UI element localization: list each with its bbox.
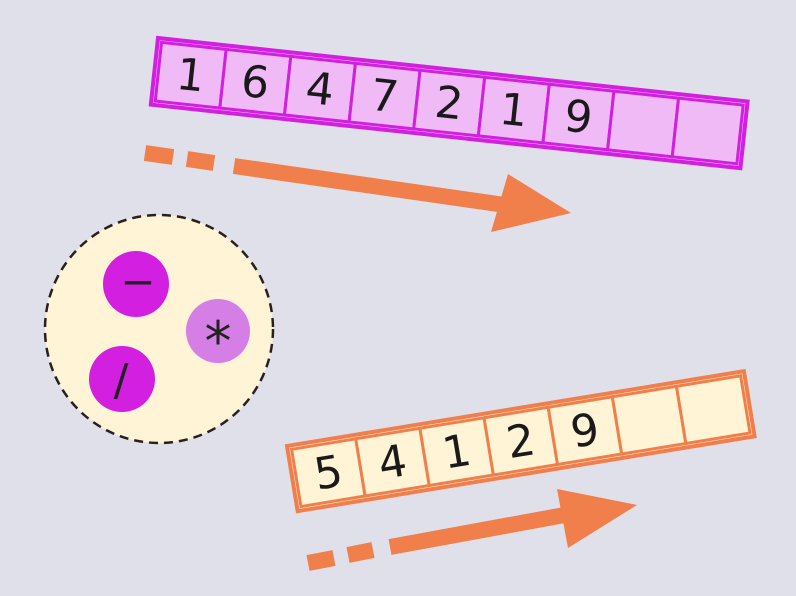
multiply-operator: * (186, 299, 250, 373)
divide-operator: / (89, 346, 155, 412)
top-tape-cell-digit: 6 (239, 56, 272, 110)
top-arrow-shaft (232, 158, 507, 213)
top-arrow-head (491, 174, 571, 232)
multiply-operator-token (186, 299, 250, 363)
bottom-arrow (306, 489, 637, 571)
bottom-arrow-shaft (388, 506, 572, 555)
minus-operator: − (103, 251, 169, 317)
top-arrow (143, 145, 571, 232)
top-arrow-dash-1 (143, 145, 175, 165)
bottom-arrow-head (557, 489, 637, 548)
minus-operator-token (103, 251, 169, 317)
operator-pool: − * / (43, 213, 275, 445)
bottom-tape-cell (674, 374, 752, 446)
bottom-arrow-dash-2 (346, 542, 375, 563)
top-tape-cell-digit: 1 (497, 84, 530, 138)
divide-operator-symbol: / (114, 355, 129, 406)
top-tape-cell (605, 89, 681, 159)
top-arrow-dash-2 (185, 151, 216, 171)
minus-operator-symbol: − (120, 257, 155, 306)
top-tape-cell-digit: 7 (368, 70, 401, 124)
bottom-arrow-dash-1 (306, 550, 336, 571)
top-tape-cell-digit: 9 (562, 91, 595, 145)
top-tape-cell-digit: 1 (174, 49, 207, 103)
bottom-tape-cell (610, 384, 688, 456)
divide-operator-token (89, 346, 155, 412)
top-tape-cell (670, 96, 745, 166)
top-tape-cell-digit: 2 (432, 77, 465, 131)
multiply-operator-symbol: * (205, 310, 232, 373)
top-tape-cell-digit: 4 (303, 63, 336, 117)
